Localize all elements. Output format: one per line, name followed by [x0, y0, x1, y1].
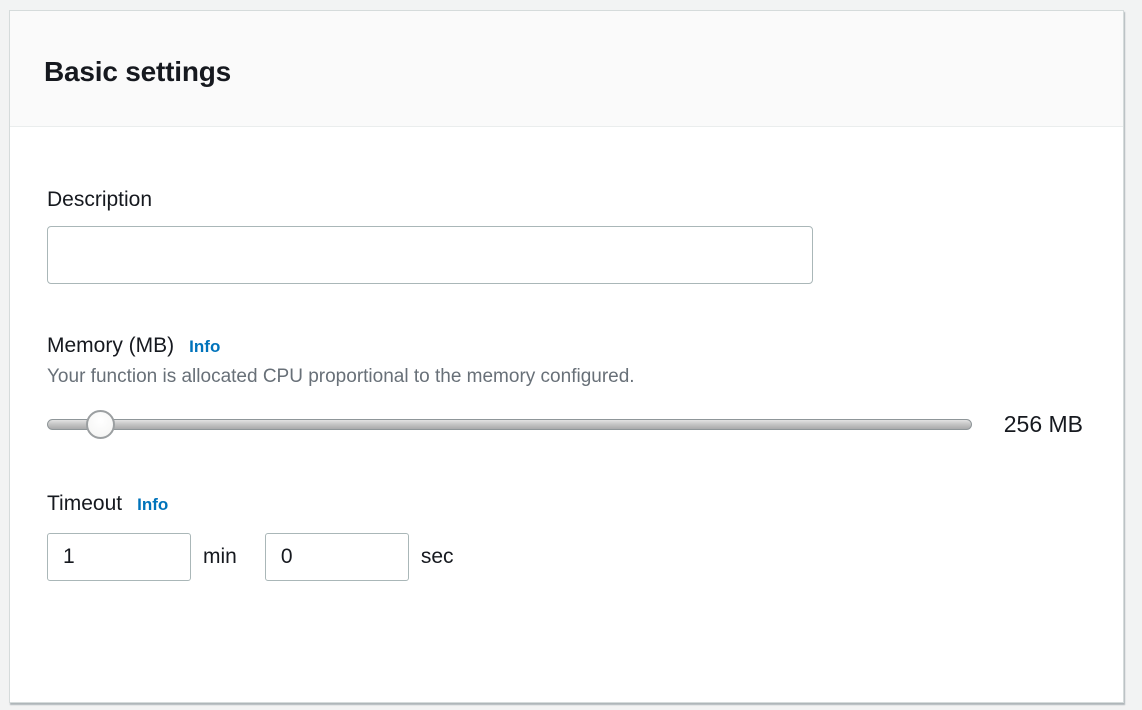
timeout-section: Timeout Info min sec [47, 491, 1083, 582]
description-textarea[interactable] [47, 226, 813, 285]
timeout-seconds-input[interactable] [264, 533, 409, 582]
memory-help-text: Your function is allocated CPU proportio… [47, 366, 635, 388]
timeout-info-link[interactable]: Info [137, 495, 169, 515]
timeout-seconds-unit-label: sec [420, 545, 454, 569]
basic-settings-panel: Basic settings Description Memory (MB) I… [9, 10, 1124, 703]
memory-value-label: 256 MB [1003, 411, 1083, 438]
memory-slider[interactable] [47, 410, 972, 440]
panel-header: Basic settings [10, 11, 1123, 127]
timeout-minutes-input[interactable] [47, 533, 191, 582]
memory-slider-track[interactable] [47, 419, 972, 431]
memory-slider-thumb[interactable] [86, 410, 115, 440]
memory-info-link[interactable]: Info [189, 337, 221, 357]
description-field: Description [47, 187, 1083, 285]
panel-title: Basic settings [44, 55, 232, 87]
timeout-minutes-unit-label: min [203, 545, 237, 569]
memory-slider-row: 256 MB [47, 410, 1083, 440]
description-label: Description [47, 188, 153, 211]
memory-section: Memory (MB) Info Your function is alloca… [47, 333, 1083, 440]
timeout-label: Timeout [47, 492, 123, 516]
memory-label: Memory (MB) [47, 334, 175, 358]
panel-body: Description Memory (MB) Info Your functi… [10, 127, 1123, 582]
